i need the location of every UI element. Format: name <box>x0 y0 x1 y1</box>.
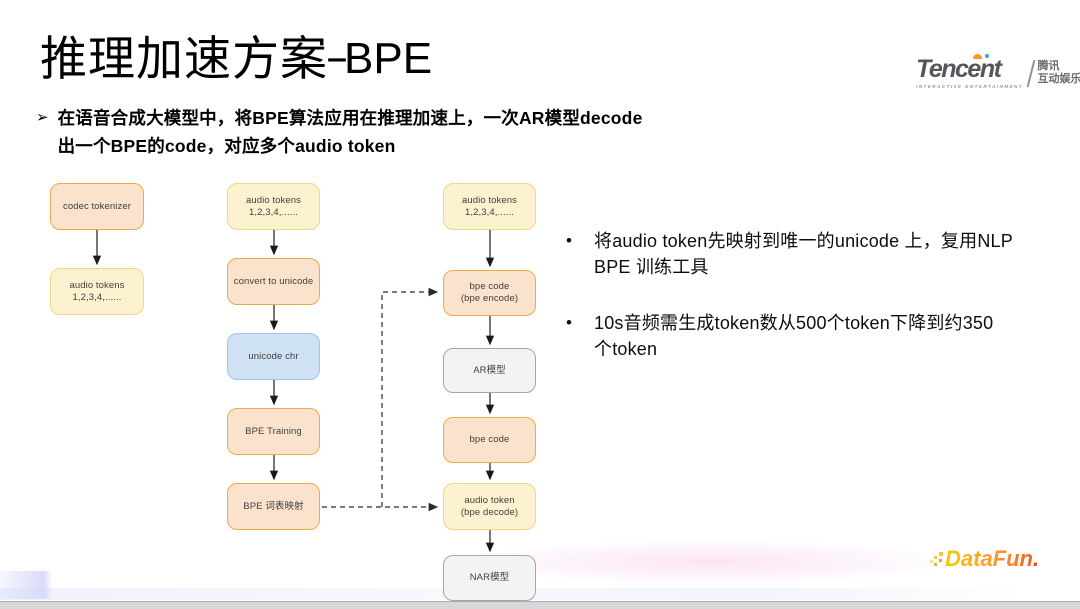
flow-box-bpe-code: bpe code <box>443 417 536 463</box>
flow-box-bpe-training: BPE Training <box>227 408 320 455</box>
flow-box-unicode-chr: unicode chr <box>227 333 320 380</box>
arrow-bullet-icon: ➢ <box>36 109 49 126</box>
box-label: BPE Training <box>245 425 302 437</box>
flow-box-nar-model: NAR模型 <box>443 555 536 601</box>
list-item: • 将audio token先映射到唯一的unicode 上，复用NLP BPE… <box>566 228 1071 280</box>
box-label-line2: 1,2,3,4,...... <box>72 291 122 303</box>
bullet1-line2: BPE 训练工具 <box>594 257 709 277</box>
tencent-tagline: INTERACTIVE ENTERTAINMENT <box>916 84 1024 89</box>
flow-box-codec-tokenizer: codec tokenizer <box>50 183 144 230</box>
flow-box-audio-token-decode: audio token (bpe decode) <box>443 483 536 530</box>
list-item: • 10s音频需生成token数从500个token下降到约350 个token <box>566 310 1071 362</box>
bullet-text: 10s音频需生成token数从500个token下降到约350 个token <box>594 310 993 362</box>
sun-arc-icon <box>973 54 982 59</box>
title-chinese: 推理加速方案 <box>40 34 328 86</box>
tencent-logo: Tencent INTERACTIVE ENTERTAINMENT 腾讯 互动娱… <box>916 54 1080 89</box>
flow-box-audio-tokens-2: audio tokens 1,2,3,4,...... <box>227 183 320 230</box>
title-dash: – <box>326 32 348 83</box>
tencent-wordmark: Tencent <box>916 54 1002 83</box>
tencent-chinese-name: 腾讯 互动娱乐 <box>1038 60 1080 86</box>
box-label: unicode chr <box>248 350 299 362</box>
title-english: BPE <box>344 34 433 83</box>
box-label: audio token <box>464 494 515 506</box>
flow-box-convert-to-unicode: convert to unicode <box>227 258 320 305</box>
box-label: bpe code <box>469 434 510 445</box>
dot-bullet-icon: • <box>566 231 572 250</box>
flow-box-audio-tokens-1: audio tokens 1,2,3,4,...... <box>50 268 144 315</box>
bullet-text: 将audio token先映射到唯一的unicode 上，复用NLP BPE 训… <box>594 228 1013 280</box>
box-label: audio tokens <box>69 279 125 291</box>
box-label: audio tokens <box>461 194 518 206</box>
tencent-cn-line1: 腾讯 <box>1037 60 1060 72</box>
flow-box-ar-model: AR模型 <box>443 348 536 393</box>
box-label: bpe code <box>469 281 510 292</box>
dot-bullet-icon: • <box>566 313 572 332</box>
box-label: BPE 词表映射 <box>243 500 304 512</box>
box-label: NAR模型 <box>469 572 510 583</box>
datafun-wordmark: DataFun <box>945 546 1033 571</box>
flow-box-bpe-code-encode: bpe code (bpe encode) <box>443 270 536 316</box>
intro-bullet: ➢ 在语音合成大模型中，将BPE算法应用在推理加速上，一次AR模型decode … <box>36 104 643 160</box>
page-title: 推理加速方案–BPE <box>40 20 432 89</box>
footer-bar <box>0 601 1080 609</box>
box-label: convert to unicode <box>233 275 314 287</box>
box-label-line2: 1,2,3,4,...... <box>465 206 514 218</box>
datafun-dots-icon <box>930 549 945 571</box>
bullet1-line1: 将audio token先映射到唯一的unicode 上，复用NLP <box>594 231 1013 251</box>
lavender-band-decoration <box>0 588 1080 600</box>
tencent-wordmark-block: Tencent INTERACTIVE ENTERTAINMENT <box>916 54 1024 89</box>
box-label-line2: 1,2,3,4,...... <box>249 206 298 218</box>
intro-line2: 出一个BPE的code，对应多个audio token <box>57 136 396 156</box>
datafun-logo: DataFun . <box>930 547 1039 571</box>
lavender-corner-decoration <box>0 571 52 599</box>
bullet2-line1: 10s音频需生成token数从500个token下降到约350 <box>594 313 994 333</box>
box-label: audio tokens <box>245 194 302 206</box>
pink-wave-decoration <box>470 540 950 584</box>
box-label: AR模型 <box>473 364 506 376</box>
intro-line1: 在语音合成大模型中，将BPE算法应用在推理加速上，一次AR模型decode <box>57 108 643 128</box>
flow-box-bpe-vocab-mapping: BPE 词表映射 <box>227 483 320 530</box>
box-label-line2: (bpe encode) <box>460 293 519 304</box>
datafun-period: . <box>1033 546 1040 571</box>
blue-dot-icon <box>985 54 989 58</box>
intro-text: 在语音合成大模型中，将BPE算法应用在推理加速上，一次AR模型decode 出一… <box>58 104 643 160</box>
box-label-line2: (bpe decode) <box>460 506 519 518</box>
flow-box-audio-tokens-3: audio tokens 1,2,3,4,...... <box>443 183 536 230</box>
logo-divider <box>1026 59 1035 87</box>
bullet-list: • 将audio token先映射到唯一的unicode 上，复用NLP BPE… <box>566 228 1071 392</box>
box-label: codec tokenizer <box>62 200 132 212</box>
bullet2-line2: 个token <box>594 339 658 359</box>
tencent-cn-line2: 互动娱乐 <box>1037 73 1080 85</box>
